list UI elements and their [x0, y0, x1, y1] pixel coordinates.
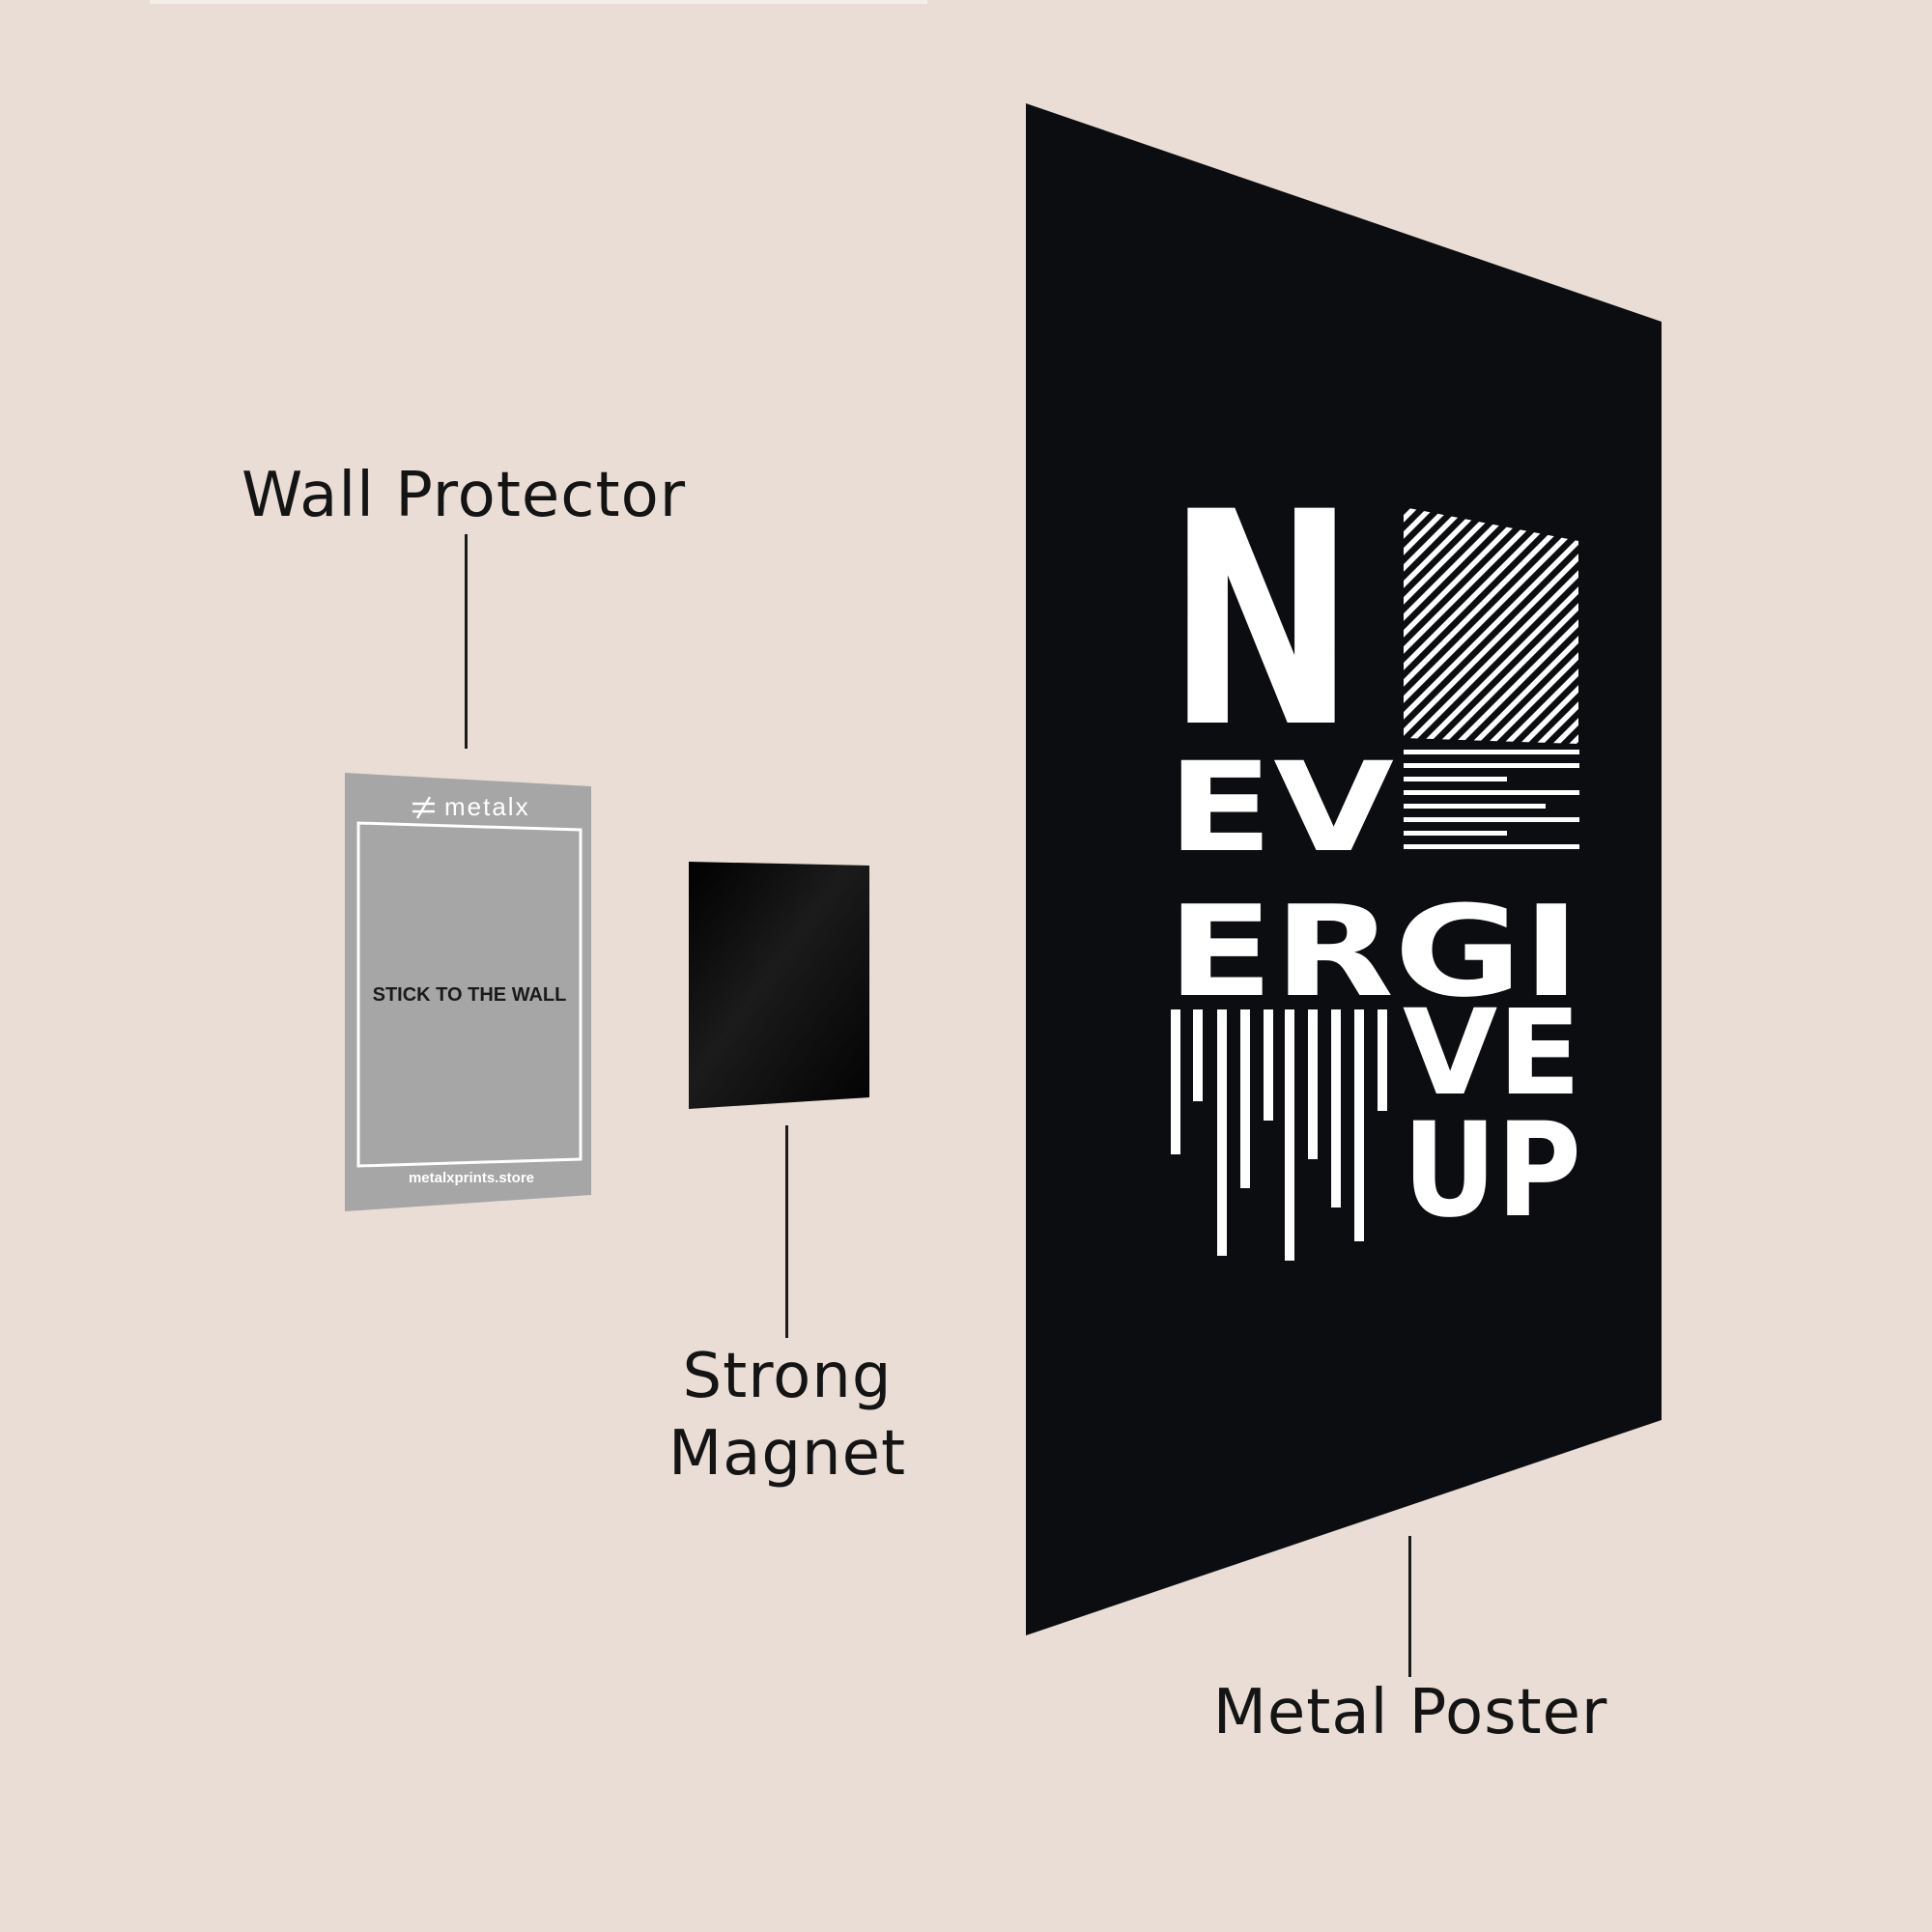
- diagonal-stripe: [1404, 507, 1578, 744]
- diagonal-stripes-graphic: [1404, 502, 1896, 753]
- vertical-bar: [1264, 1009, 1273, 1121]
- horizontal-stripe: [1404, 777, 1507, 781]
- diagonal-stripe: [1404, 507, 1520, 744]
- vertical-bar: [1378, 1009, 1387, 1111]
- metal-poster-panel: [1026, 103, 1662, 1635]
- vertical-bar: [1193, 1009, 1203, 1101]
- horizontal-stripe: [1404, 844, 1579, 849]
- diagonal-stripe: [1479, 507, 1578, 744]
- horizontal-stripes-graphic: [1404, 750, 1579, 849]
- label-wall-protector: Wall Protector: [241, 460, 687, 531]
- vertical-bar: [1240, 1009, 1250, 1188]
- vertical-bar: [1354, 1009, 1364, 1241]
- vertical-bar: [1171, 1009, 1180, 1154]
- vertical-bars-graphic: [1171, 1009, 1387, 1261]
- diagonal-stripe: [1629, 502, 1880, 753]
- diagonal-stripe: [1430, 507, 1578, 744]
- diagonal-stripe: [1446, 507, 1578, 744]
- diagonal-stripe: [1404, 507, 1504, 744]
- poster-line-4: VE: [1403, 984, 1581, 1122]
- protector-instruction: STICK TO THE WALL: [373, 984, 567, 1006]
- wall-protector-plate: metalx STICK TO THE WALL metalxprints.st…: [345, 773, 591, 1211]
- diagonal-stripe: [1404, 507, 1471, 744]
- diagonal-stripe: [1528, 507, 1578, 744]
- diagonal-stripe: [1404, 507, 1578, 744]
- horizontal-stripe: [1404, 763, 1579, 768]
- diagonal-stripe: [1404, 507, 1488, 744]
- diagonal-stripe: [1645, 502, 1896, 753]
- top-edge-strip: [150, 0, 927, 4]
- diagonal-stripe: [1404, 507, 1578, 744]
- poster-line-2: EV: [1167, 736, 1394, 880]
- horizontal-stripe: [1404, 804, 1546, 809]
- vertical-bar: [1331, 1009, 1341, 1208]
- label-strong-magnet-line2: Magnet: [668, 1418, 907, 1490]
- protector-website: metalxprints.store: [409, 1170, 534, 1186]
- vertical-bar: [1285, 1009, 1294, 1261]
- horizontal-stripe: [1404, 790, 1579, 795]
- diagonal-stripe: [1404, 507, 1553, 744]
- diagonal-stripe: [1404, 507, 1537, 744]
- wall-protector-frame: [356, 821, 582, 1168]
- leader-metal-poster: [1408, 1536, 1411, 1677]
- diagonal-stripe: [1404, 507, 1578, 744]
- diagonal-stripe: [1495, 507, 1578, 744]
- diagonal-stripe: [1413, 507, 1578, 744]
- poster-line-3: ERGI: [1167, 878, 1580, 1025]
- poster-line-1: N: [1167, 449, 1355, 792]
- diagonal-stripe: [1404, 507, 1570, 744]
- label-metal-poster: Metal Poster: [1212, 1677, 1608, 1748]
- leader-wall-protector: [465, 534, 468, 749]
- poster-line-5: UP: [1403, 1094, 1581, 1246]
- leader-strong-magnet: [785, 1125, 788, 1338]
- diagonal-stripe: [1404, 507, 1455, 744]
- vertical-bar: [1308, 1009, 1318, 1159]
- wall-protector-body: [345, 773, 591, 1211]
- diagonal-stripe: [1463, 507, 1578, 744]
- vertical-bar: [1217, 1009, 1227, 1256]
- diagonal-stripe: [1404, 507, 1578, 744]
- strong-magnet: [689, 862, 869, 1109]
- metalx-logo-icon: [412, 796, 435, 819]
- diagonal-stripe: [1512, 507, 1578, 744]
- protector-brand: metalx: [444, 792, 530, 821]
- horizontal-stripe: [1404, 750, 1579, 754]
- horizontal-stripe: [1404, 831, 1507, 836]
- horizontal-stripe: [1404, 817, 1579, 822]
- label-strong-magnet-line1: Strong: [682, 1341, 893, 1412]
- metal-poster: N EV ERGI VE UP: [1026, 103, 1896, 1635]
